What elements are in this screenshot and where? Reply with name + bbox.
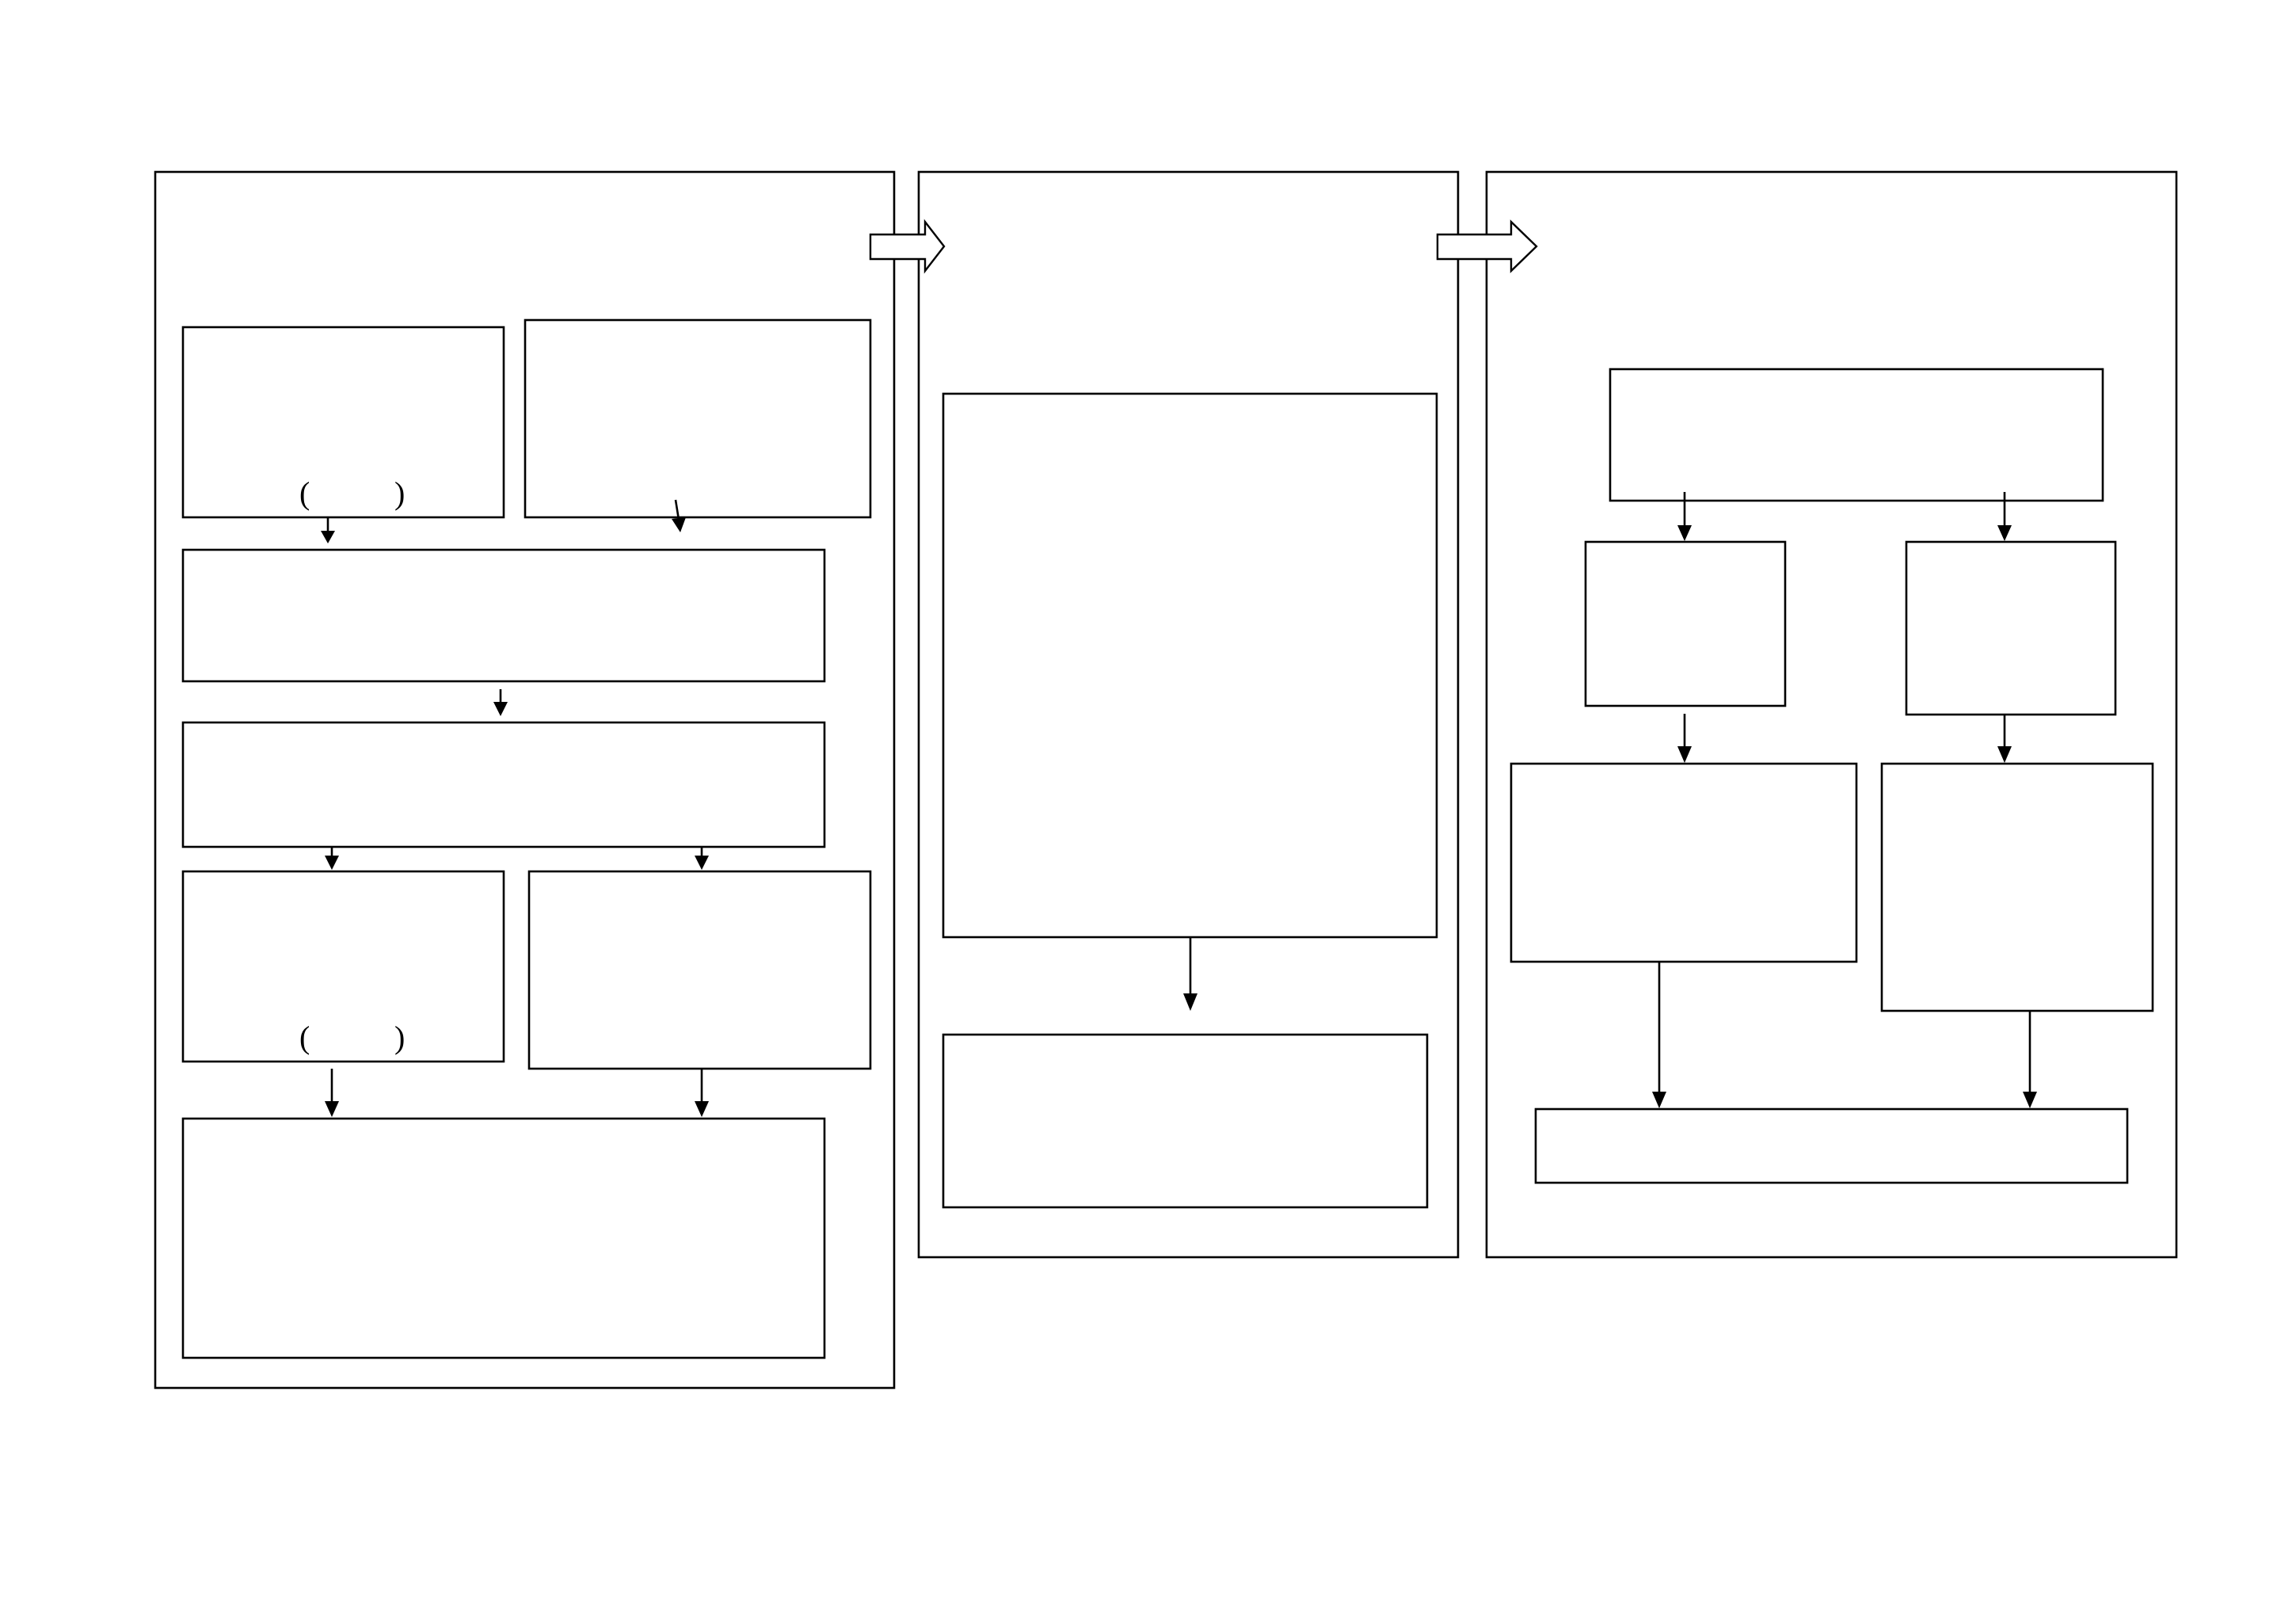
arrow-right-top-to-small-left <box>1677 492 1692 541</box>
arrow-right-top-to-small-right <box>1997 492 2012 541</box>
right-top-box <box>1609 368 2104 502</box>
left-top-left-paren-open: ( <box>299 475 310 511</box>
right-small-right-box <box>1905 540 2117 716</box>
arrow-mid-left-to-bottom <box>325 1069 339 1117</box>
arrow-small-left-to-mid-left <box>1677 714 1692 763</box>
left-wide-box-2 <box>181 721 826 848</box>
left-top-left-paren-close: ) <box>394 475 405 511</box>
block-arrow-left-to-middle <box>869 219 946 274</box>
left-top-right-box <box>524 318 872 519</box>
block-arrow-middle-to-right <box>1436 219 1538 273</box>
left-mid-left-paren-open: ( <box>299 1020 310 1055</box>
left-mid-right-box <box>527 870 872 1070</box>
right-bottom-box <box>1534 1107 2129 1184</box>
left-mid-left-paren-close: ) <box>394 1020 405 1055</box>
arrow-wide2-to-mid-right <box>695 847 709 870</box>
left-bottom-box <box>181 1117 826 1359</box>
arrow-wide1-to-wide2 <box>493 689 508 716</box>
left-mid-left-box <box>181 870 505 1063</box>
middle-bottom-box <box>942 1033 1429 1209</box>
right-mid-left-box <box>1510 762 1858 963</box>
arrow-mid-left-to-bottom <box>1652 962 1666 1108</box>
arrow-top-right-to-wide1 <box>672 499 686 532</box>
middle-large-box <box>942 392 1438 939</box>
left-wide-box-1 <box>181 548 826 683</box>
left-top-left-box <box>181 326 505 519</box>
arrow-mid-right-to-bottom <box>695 1069 709 1117</box>
arrow-middle-large-to-bottom <box>1183 937 1197 1011</box>
arrow-small-right-to-mid-right <box>1997 715 2012 763</box>
arrow-mid-right-to-bottom <box>2023 1011 2037 1108</box>
right-mid-right-box <box>1880 762 2154 1012</box>
arrow-top-left-to-wide1 <box>321 517 335 543</box>
right-small-left-box <box>1584 540 1787 707</box>
arrow-wide2-to-mid-left <box>325 847 339 870</box>
